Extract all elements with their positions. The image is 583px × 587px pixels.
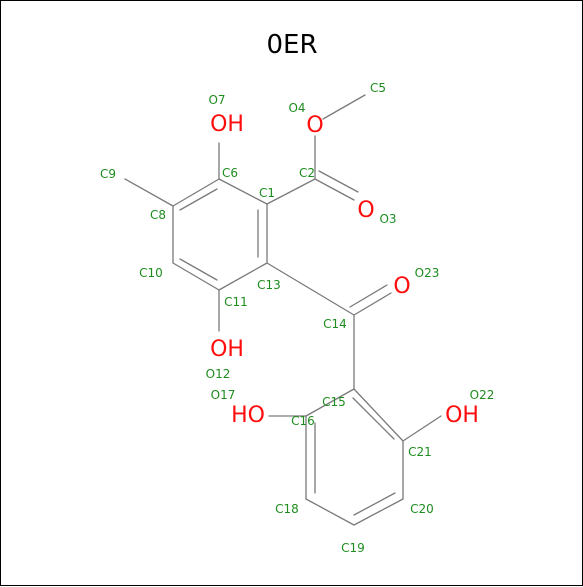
bond-c14-o23-b <box>349 284 388 308</box>
atom-label-o22: O22 <box>470 388 495 402</box>
bond-c10-c11-inner <box>179 258 218 281</box>
atom-o23-symbol: O <box>393 274 410 299</box>
atom-label-c6: C6 <box>222 166 238 180</box>
atom-label-o12: O12 <box>206 367 231 381</box>
atom-label-c16: C16 <box>291 414 315 428</box>
atom-label-c19: C19 <box>341 541 365 555</box>
atom-o4-symbol: O <box>306 113 323 138</box>
atom-labels: C1 C2 O3 O4 C5 C6 O7 C8 C9 C10 C11 O12 C… <box>100 81 494 555</box>
bond-c18-c19 <box>305 498 355 526</box>
bond-c6-c8 <box>172 178 220 207</box>
bond-c19-c20 <box>353 498 404 526</box>
atom-o22-symbol: OH <box>445 403 479 428</box>
atom-label-o17: O17 <box>211 388 236 402</box>
atom-label-o4: O4 <box>288 101 305 115</box>
atom-label-c2: C2 <box>299 166 315 180</box>
atom-label-c11: C11 <box>224 295 248 309</box>
bond-o4-c5 <box>322 94 366 120</box>
atom-label-c20: C20 <box>410 502 434 516</box>
bond-c6-c8-inner <box>179 188 218 211</box>
bond-c1-c6 <box>218 178 268 205</box>
bond-c14-o23-a <box>353 292 392 316</box>
atom-o17-symbol: HO <box>231 403 265 428</box>
bond-lines <box>124 94 442 526</box>
bond-c21-o22 <box>402 415 442 442</box>
bond-c15-c16 <box>305 388 355 417</box>
atom-label-o23: O23 <box>415 266 440 280</box>
bond-c2-o3-a <box>314 178 355 201</box>
atom-label-c8: C8 <box>150 208 166 222</box>
atom-label-c14: C14 <box>323 317 347 331</box>
bond-c11-c13 <box>218 262 268 291</box>
molecule-title: 0ER <box>266 30 317 60</box>
bond-c8-c9 <box>124 178 174 207</box>
bond-c21-c15-inner <box>352 397 395 440</box>
bond-c2-o3-b <box>318 170 359 193</box>
bond-c13-c14 <box>266 262 355 316</box>
atom-label-c10: C10 <box>139 266 163 280</box>
bond-c10-c11 <box>172 262 220 291</box>
atom-o12-symbol: OH <box>210 337 244 362</box>
atom-label-c18: C18 <box>275 502 299 516</box>
atom-label-c13: C13 <box>257 278 281 292</box>
atom-label-c21: C21 <box>408 445 432 459</box>
bond-c21-c15 <box>353 388 404 442</box>
atom-label-o7: O7 <box>208 93 225 107</box>
atom-o7-symbol: OH <box>210 112 244 137</box>
atom-label-c1: C1 <box>259 186 275 200</box>
bond-c19-c20-inner <box>353 492 396 516</box>
atom-label-c9: C9 <box>100 167 116 181</box>
bond-c1-c2 <box>266 178 316 205</box>
atom-label-o3: O3 <box>379 212 396 226</box>
atom-label-c5: C5 <box>370 81 386 95</box>
heteroatom-symbols: O O OH OH O HO OH <box>210 112 479 428</box>
atom-o3-symbol: O <box>357 198 374 223</box>
atom-label-c15: C15 <box>322 395 346 409</box>
